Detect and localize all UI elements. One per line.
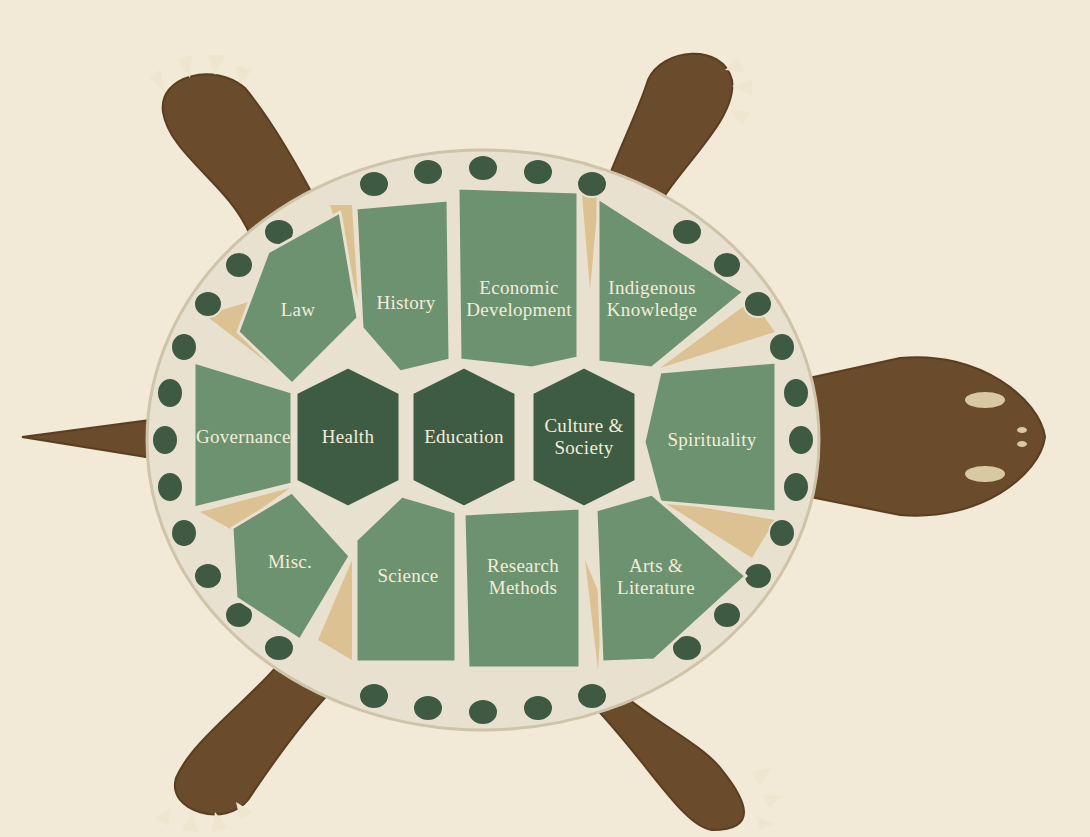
scute — [194, 291, 222, 317]
claw — [730, 110, 750, 125]
claw — [150, 70, 165, 92]
plate-label: Economic Development — [463, 277, 575, 321]
claw — [155, 806, 172, 826]
plate-shape — [464, 508, 580, 668]
plate-shape — [412, 367, 516, 507]
plate-shape — [238, 212, 358, 384]
nostril — [1017, 427, 1027, 433]
plate-shape — [232, 492, 350, 640]
scute — [523, 695, 553, 721]
plate-label: Misc. — [260, 551, 320, 573]
scute — [359, 171, 389, 197]
scute — [171, 519, 197, 547]
scute — [744, 563, 772, 589]
plate-outline — [356, 200, 450, 372]
shell-plate: Indigenous Knowledge — [598, 198, 744, 368]
scute — [225, 252, 253, 278]
claw — [212, 812, 228, 832]
claw — [756, 816, 775, 830]
plate-label: Research Methods — [469, 555, 577, 599]
plate-label: Law — [266, 299, 330, 321]
scute — [152, 425, 178, 455]
plate-shape — [644, 362, 776, 512]
plate-label: Education — [416, 426, 512, 448]
shell-plate: Misc. — [232, 492, 350, 640]
plate-label: Spirituality — [657, 429, 767, 451]
plate-outline — [238, 212, 358, 384]
scute — [264, 635, 294, 661]
scute — [672, 219, 702, 245]
scute — [194, 563, 222, 589]
shell-plate: Spirituality — [644, 362, 776, 512]
shell-plate: Law — [238, 212, 358, 384]
claw — [236, 65, 252, 84]
plate-shape — [596, 494, 746, 662]
claw — [732, 80, 752, 96]
shell-plate: Economic Development — [458, 188, 578, 368]
plate-label: Culture & Society — [536, 415, 632, 459]
scute — [577, 683, 607, 709]
shell-plate: Research Methods — [464, 508, 580, 668]
scute — [523, 159, 553, 185]
plate-shape — [458, 188, 578, 368]
claw — [178, 55, 192, 78]
leg — [590, 690, 744, 830]
shell-plate: Arts & Literature — [596, 494, 746, 662]
scute — [744, 291, 772, 317]
plate-shape — [296, 367, 400, 507]
plate-shape — [356, 496, 456, 662]
claw — [752, 768, 772, 786]
scute — [783, 378, 809, 408]
claw — [236, 802, 252, 820]
eye — [965, 392, 1005, 408]
scute — [468, 155, 498, 181]
scute — [468, 699, 498, 725]
face — [965, 392, 1027, 482]
plate-label: Science — [364, 565, 452, 587]
scute — [171, 333, 197, 361]
scute — [157, 472, 183, 502]
plate-label: Governance — [196, 426, 290, 448]
shell-plate: Culture & Society — [532, 367, 636, 507]
shell-plate: Education — [412, 367, 516, 507]
tail — [22, 418, 165, 460]
shell-plate: Science — [356, 496, 456, 662]
scute — [577, 171, 607, 197]
eye — [965, 466, 1005, 482]
claw — [725, 58, 745, 72]
scute — [713, 602, 741, 628]
head — [800, 357, 1045, 516]
plate-label: Health — [300, 426, 396, 448]
scute — [413, 159, 443, 185]
plate-label: Arts & Literature — [606, 555, 706, 599]
scute — [413, 695, 443, 721]
nostril — [1017, 441, 1027, 447]
scute — [769, 519, 795, 547]
claw — [762, 795, 782, 808]
plate-shape — [194, 362, 292, 508]
shell-plate: Health — [296, 367, 400, 507]
scute — [788, 425, 814, 455]
plate-shape — [532, 367, 636, 507]
plate-label: Indigenous Knowledge — [602, 277, 702, 321]
scute — [769, 333, 795, 361]
claw — [208, 55, 225, 75]
shell — [147, 150, 819, 730]
claw — [182, 812, 198, 832]
shell-plate: History — [356, 200, 450, 372]
shell-plate: Governance — [194, 362, 292, 508]
rim-scutes — [152, 155, 814, 725]
plate-shape — [598, 198, 744, 368]
plate-label: History — [365, 292, 447, 314]
scute — [783, 472, 809, 502]
scute — [157, 378, 183, 408]
plate-shape — [356, 200, 450, 372]
turtle-limbs — [22, 54, 1045, 830]
scute — [359, 683, 389, 709]
